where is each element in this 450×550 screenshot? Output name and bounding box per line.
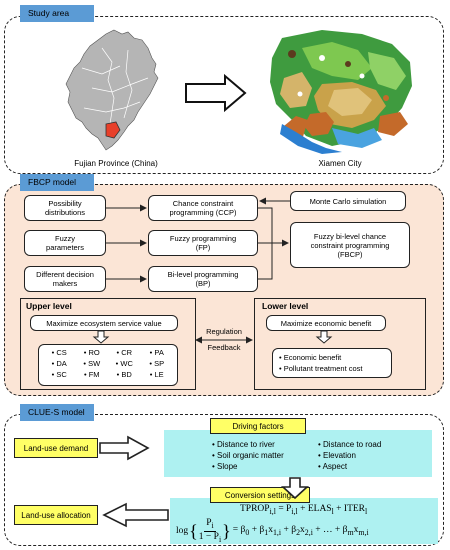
factors-right-list: • Distance to road • Elevation • Aspect [318, 439, 381, 472]
xiamen-landuse-map [270, 30, 412, 154]
ccp-box: Chance constraint programming (CCP) [148, 195, 258, 221]
fbcp-result-box: Fuzzy bi-level chance constraint program… [290, 222, 410, 268]
fujian-province-shape [65, 29, 159, 151]
indicator-sw: • SW [83, 359, 101, 368]
indicator-sp: • SP [149, 359, 165, 368]
driving-factors-tag: Driving factors [210, 418, 306, 434]
indicator-ro: • RO [83, 348, 100, 357]
logit-lhs: log [176, 526, 189, 537]
lower-level-panel [254, 298, 426, 390]
tprop-text: TPROPi,l = Pi,l + ELASl + ITERl [240, 504, 368, 516]
possibility-distributions-box: Possibility distributions [24, 195, 106, 221]
clues-frame [4, 414, 444, 546]
indicator-fm: • FM [83, 370, 100, 379]
indicator-cr: • CR [116, 348, 133, 357]
fujian-map [65, 29, 159, 151]
indicator-wc: • WC [115, 359, 133, 368]
indicator-pa: • PA [149, 348, 164, 357]
indicator-pollutant-cost: • Pollutant treatment cost [279, 364, 363, 373]
bp-box: Bi-level programming (BP) [148, 266, 258, 292]
study-area-frame [4, 16, 444, 174]
land-use-demand-box: Land-use demand [14, 438, 98, 458]
decision-makers-box: Different decision makers [24, 266, 106, 292]
factor-soil-organic: • Soil organic matter [212, 451, 284, 460]
factor-slope: • Slope [212, 462, 238, 471]
xiamen-highlight [105, 121, 121, 139]
fujian-caption: Fujian Province (China) [74, 159, 158, 168]
factors-left-list: • Distance to river • Soil organic matte… [212, 439, 284, 472]
logit-denominator: 1 − Pi [198, 531, 222, 544]
fuzzy-parameters-box: Fuzzy parameters [24, 230, 106, 256]
clues-tag: CLUE-S model [20, 404, 94, 421]
land-use-allocation-box: Land-use allocation [14, 505, 98, 525]
lower-indicators-box: • Economic benefit • Pollutant treatment… [272, 348, 392, 378]
logit-numerator: Pi [204, 518, 216, 532]
indicator-bd: • BD [116, 370, 132, 379]
upper-indicators-box: • CS • RO • CR • PA • DA • SW • WC • SP … [38, 344, 178, 386]
study-area-tag: Study area [20, 5, 94, 22]
factor-distance-road: • Distance to road [318, 440, 382, 449]
logit-rhs: = β0 + β1x1,i + β2x2,i + … + βmxm,i [232, 525, 369, 538]
lower-level-title: Lower level [262, 301, 309, 311]
indicator-sc: • SC [51, 370, 67, 379]
conversion-panel [170, 498, 438, 544]
upper-level-panel [20, 298, 196, 390]
factor-aspect: • Aspect [318, 462, 348, 471]
lower-objective-box: Maximize economic benefit [266, 315, 386, 331]
feedback-label: Feedback [207, 343, 241, 352]
tprop-formula: TPROPi,l = Pi,l + ELASl + ITERl [240, 504, 367, 516]
factor-distance-river: • Distance to river [212, 440, 275, 449]
xiamen-caption: Xiamen City [318, 159, 362, 168]
logit-formula: log { Pi 1 − Pi } = β0 + β1x1,i + β2x2,i… [176, 518, 369, 544]
driving-factors-panel [164, 430, 432, 477]
conversion-settings-tag: Conversion settings [210, 487, 310, 503]
regulation-label: Regulation [206, 327, 242, 336]
factor-elevation: • Elevation [318, 451, 356, 460]
indicator-economic-benefit: • Economic benefit [279, 353, 342, 362]
indicator-da: • DA [51, 359, 67, 368]
indicator-le: • LE [149, 370, 164, 379]
study-area-arrow [185, 73, 247, 113]
xiamen-island [304, 112, 334, 136]
upper-level-title: Upper level [26, 301, 72, 311]
upper-objective-box: Maximize ecosystem service value [30, 315, 178, 331]
indicator-cs: • CS [51, 348, 67, 357]
monte-carlo-box: Monte Carlo simulation [290, 191, 406, 211]
fbcp-tag: FBCP model [20, 174, 94, 191]
fp-box: Fuzzy programming (FP) [148, 230, 258, 256]
